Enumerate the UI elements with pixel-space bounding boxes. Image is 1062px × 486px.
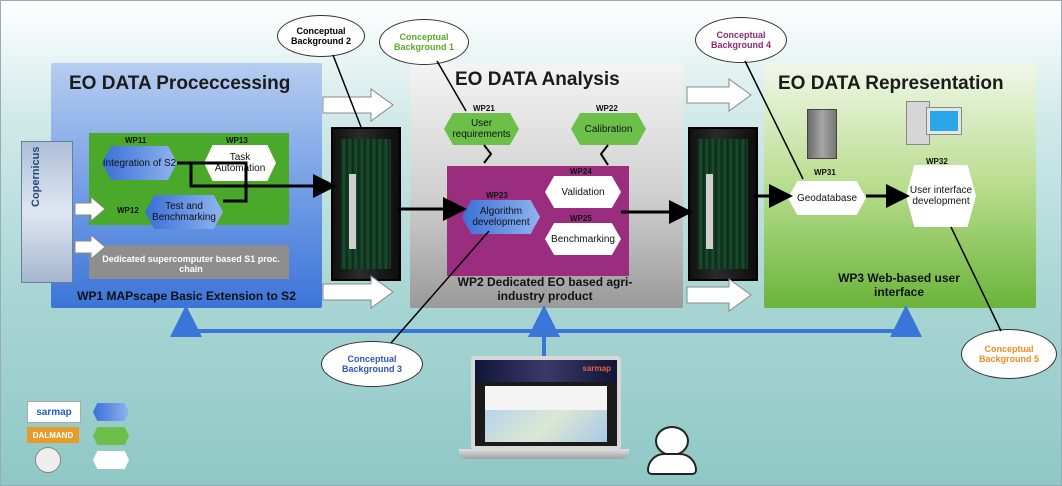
wp21-id: WP21 — [473, 104, 495, 113]
panel-title-representation: EO DATA Representation — [778, 73, 1004, 94]
node-test-benchmarking: Test and Benchmarking — [145, 195, 223, 229]
wp23-label: Algorithm development — [472, 206, 530, 228]
legend-logo-dalmand: DALMAND — [27, 427, 79, 443]
supercomputer-server-1 — [331, 127, 401, 281]
node-algorithm-development: Algorithm development — [462, 200, 540, 234]
node-user-interface-development: User interface development — [906, 165, 976, 227]
feedback-arrows — [170, 305, 922, 356]
wp12-id: WP12 — [117, 206, 139, 215]
wp25-id: WP25 — [570, 214, 592, 223]
cloud-pointers — [332, 54, 1002, 344]
wp3-footer: WP3 Web-based user interface — [838, 271, 960, 299]
cb4-label: Conceptual Background 4 — [710, 30, 771, 50]
node-geodatabase: Geodatabase — [788, 181, 866, 215]
cloud-conceptual-background-3: Conceptual Background 3 — [321, 341, 423, 387]
person-body-icon — [647, 453, 697, 475]
cloud-conceptual-background-2: Conceptual Background 2 — [277, 15, 365, 57]
panel-title-processing: EO DATA Proceccessing — [69, 73, 291, 94]
panel-title-analysis: EO DATA Analysis — [455, 69, 620, 90]
laptop-site-title: sarmap — [582, 364, 611, 373]
node-user-requirements: User requirements — [444, 113, 519, 145]
wp2-footer: WP2 Dedicated EO based agri-industry pro… — [457, 275, 633, 303]
laptop-screen: sarmap — [471, 356, 621, 450]
wp13-label: Task Automation — [214, 152, 266, 174]
wp13-id: WP13 — [226, 136, 248, 145]
wp22-id: WP22 — [596, 104, 618, 113]
legend-blue-hex — [93, 403, 129, 421]
node-integration-s2: Integration of S2 — [102, 146, 177, 180]
wp12-label: Test and Benchmarking — [152, 201, 216, 223]
white-block-arrows — [74, 78, 752, 312]
flow-arrows — [177, 144, 910, 224]
wp31-id: WP31 — [814, 168, 836, 177]
wp24-label: Validation — [561, 186, 605, 198]
legend-logo-sarmap: sarmap — [27, 401, 81, 423]
cloud-conceptual-background-4: Conceptual Background 4 — [695, 17, 787, 63]
legend-seal-icon — [35, 447, 61, 473]
database-server-icon — [807, 109, 837, 159]
copernicus-image: Copernicus — [21, 141, 73, 283]
laptop-base — [459, 449, 629, 459]
cb1-label: Conceptual Background 1 — [393, 32, 454, 52]
cloud-conceptual-background-1: Conceptual Background 1 — [379, 19, 469, 65]
legend-green-hex — [93, 427, 129, 445]
node-benchmarking: Benchmarking — [545, 223, 621, 255]
wp1-footer: WP1 MAPscape Basic Extension to S2 — [77, 289, 296, 303]
wp32-id: WP32 — [926, 157, 948, 166]
wp25-label: Benchmarking — [551, 233, 615, 245]
desktop-computer-icon — [906, 101, 962, 147]
cb5-label: Conceptual Background 5 — [978, 344, 1039, 364]
wp32-label: User interface development — [909, 185, 973, 207]
chain-bar: Dedicated supercomputer based S1 proc. c… — [89, 245, 289, 279]
chain-label: Dedicated supercomputer based S1 proc. c… — [102, 254, 280, 274]
wp31-label: Geodatabase — [796, 192, 858, 204]
wp22-label: Calibration — [584, 123, 633, 135]
node-validation: Validation — [545, 176, 621, 208]
legend-white-hex — [93, 451, 129, 469]
wp21-label: User requirements — [452, 118, 511, 140]
supercomputer-server-2 — [688, 127, 758, 281]
cb3-label: Conceptual Background 3 — [341, 354, 402, 374]
wp23-id: WP23 — [486, 191, 508, 200]
wp24-id: WP24 — [570, 167, 592, 176]
cb2-label: Conceptual Background 2 — [290, 26, 351, 46]
wp11-id: WP11 — [125, 136, 147, 145]
wp11-label: Integration of S2 — [102, 157, 177, 169]
cloud-conceptual-background-5: Conceptual Background 5 — [961, 329, 1057, 379]
node-calibration: Calibration — [571, 113, 646, 145]
